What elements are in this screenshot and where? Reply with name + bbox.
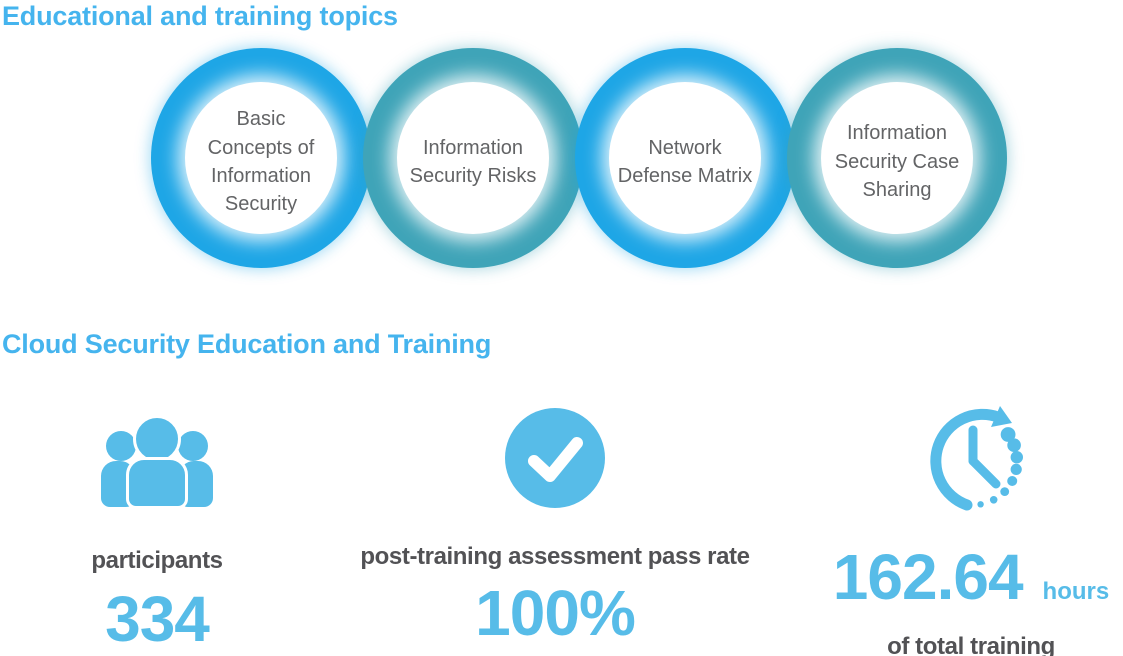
topic-circle-case-sharing: Information Security Case Sharing bbox=[787, 48, 1007, 268]
stat-value: 162.64 bbox=[832, 541, 1024, 613]
participants-icon bbox=[101, 412, 213, 512]
topic-circle-label: Network Defense Matrix bbox=[617, 136, 753, 187]
topic-circle-basic-concepts: Basic Concepts of Information Security bbox=[151, 48, 371, 268]
topic-circle-inner: Information Security Case Sharing bbox=[821, 82, 973, 234]
topic-circle-security-risks: Information Security Risks bbox=[363, 48, 583, 268]
clock-icon bbox=[913, 403, 1029, 515]
topic-circle-inner: Basic Concepts of Information Security bbox=[185, 82, 337, 234]
topic-circle-label: Information Security Case Sharing bbox=[834, 122, 960, 202]
stat-label: of total training bbox=[887, 633, 1055, 656]
topic-circle-inner: Information Security Risks bbox=[397, 82, 549, 234]
stat-participants: participants 334 bbox=[37, 412, 277, 651]
checkmark-icon bbox=[505, 408, 605, 508]
stat-total-hours: 162.64 hours of total training bbox=[821, 403, 1121, 656]
stat-value: 334 bbox=[105, 583, 210, 655]
topic-circle-label: Information Security Risks bbox=[409, 136, 537, 187]
stat-pass-rate: post-training assessment pass rate 100% bbox=[340, 408, 770, 645]
topic-circle-inner: Network Defense Matrix bbox=[609, 82, 761, 234]
stat-label: post-training assessment pass rate bbox=[360, 543, 750, 570]
stat-value-line: 162.64 hours bbox=[833, 545, 1109, 609]
stat-value: 100% bbox=[475, 577, 636, 649]
stat-label: participants bbox=[91, 547, 223, 574]
training-section-title: Cloud Security Education and Training bbox=[2, 329, 492, 359]
stat-unit: hours bbox=[1042, 578, 1110, 605]
topic-circle-label: Basic Concepts of Information Security bbox=[207, 108, 315, 216]
topic-circle-defense-matrix: Network Defense Matrix bbox=[575, 48, 795, 268]
topics-section-title: Educational and training topics bbox=[2, 1, 398, 31]
